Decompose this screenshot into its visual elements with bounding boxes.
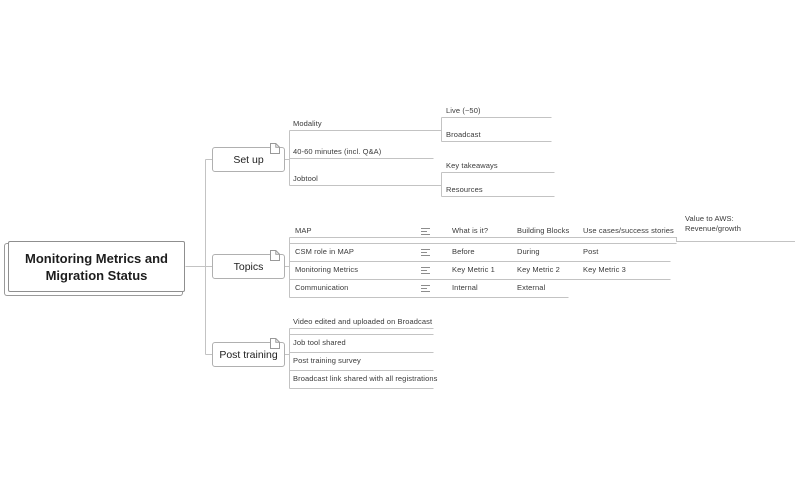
node-post-training-survey[interactable]: Post training survey (293, 356, 361, 365)
branch-node-topics[interactable]: Topics (212, 250, 285, 279)
node-job-tool-shared[interactable]: Job tool shared (293, 338, 346, 347)
node-value-to-aws[interactable]: Value to AWS: Revenue/growth (685, 214, 742, 233)
node-map[interactable]: MAP (295, 226, 312, 235)
root-node[interactable]: Monitoring Metrics and Migration Status (8, 241, 185, 292)
notes-lines-icon[interactable] (421, 267, 430, 274)
branch-label: Topics (233, 260, 264, 273)
setup-branch-connectors (284, 117, 555, 197)
notes-lines-icon[interactable] (421, 285, 430, 292)
node-modality[interactable]: Modality (293, 119, 322, 128)
node-monitoring-metrics[interactable]: Monitoring Metrics (295, 265, 359, 274)
node-external[interactable]: External (517, 283, 546, 292)
branch-node-post-training[interactable]: Post training (212, 338, 285, 367)
notes-lines-icon[interactable] (421, 249, 430, 256)
node-jobtool[interactable]: Jobtool (293, 174, 318, 183)
root-node-label: Monitoring Metrics and Migration Status (25, 250, 168, 283)
node-key-metric-2[interactable]: Key Metric 2 (517, 265, 560, 274)
branch-node-set-up[interactable]: Set up (212, 143, 285, 172)
node-key-takeaways[interactable]: Key takeaways (446, 161, 498, 170)
node-resources[interactable]: Resources (446, 185, 483, 194)
node-before[interactable]: Before (452, 247, 475, 256)
node-video-uploaded[interactable]: Video edited and uploaded on Broadcast (293, 317, 433, 326)
node-key-metric-3[interactable]: Key Metric 3 (583, 265, 626, 274)
node-communication[interactable]: Communication (295, 283, 349, 292)
node-broadcast[interactable]: Broadcast (446, 130, 481, 139)
root-trunk-connector (185, 159, 213, 355)
node-key-metric-1[interactable]: Key Metric 1 (452, 265, 495, 274)
node-duration[interactable]: 40-60 minutes (incl. Q&A) (293, 147, 382, 156)
node-broadcast-link-shared[interactable]: Broadcast link shared with all registrat… (293, 374, 438, 383)
note-page-icon[interactable] (270, 250, 280, 261)
node-use-cases[interactable]: Use cases/success stories (583, 226, 674, 235)
notes-lines-icon[interactable] (421, 228, 430, 235)
note-page-icon[interactable] (270, 338, 280, 349)
node-during[interactable]: During (517, 247, 540, 256)
branch-label: Set up (233, 153, 264, 166)
node-csm-role[interactable]: CSM role in MAP (295, 247, 355, 256)
node-post[interactable]: Post (583, 247, 599, 256)
branch-label: Post training (219, 348, 278, 361)
node-live-50[interactable]: Live (~50) (446, 106, 481, 115)
node-building-blocks[interactable]: Building Blocks (517, 226, 570, 235)
node-what-is-it[interactable]: What is it? (452, 226, 489, 235)
node-internal[interactable]: Internal (452, 283, 478, 292)
note-page-icon[interactable] (270, 143, 280, 154)
